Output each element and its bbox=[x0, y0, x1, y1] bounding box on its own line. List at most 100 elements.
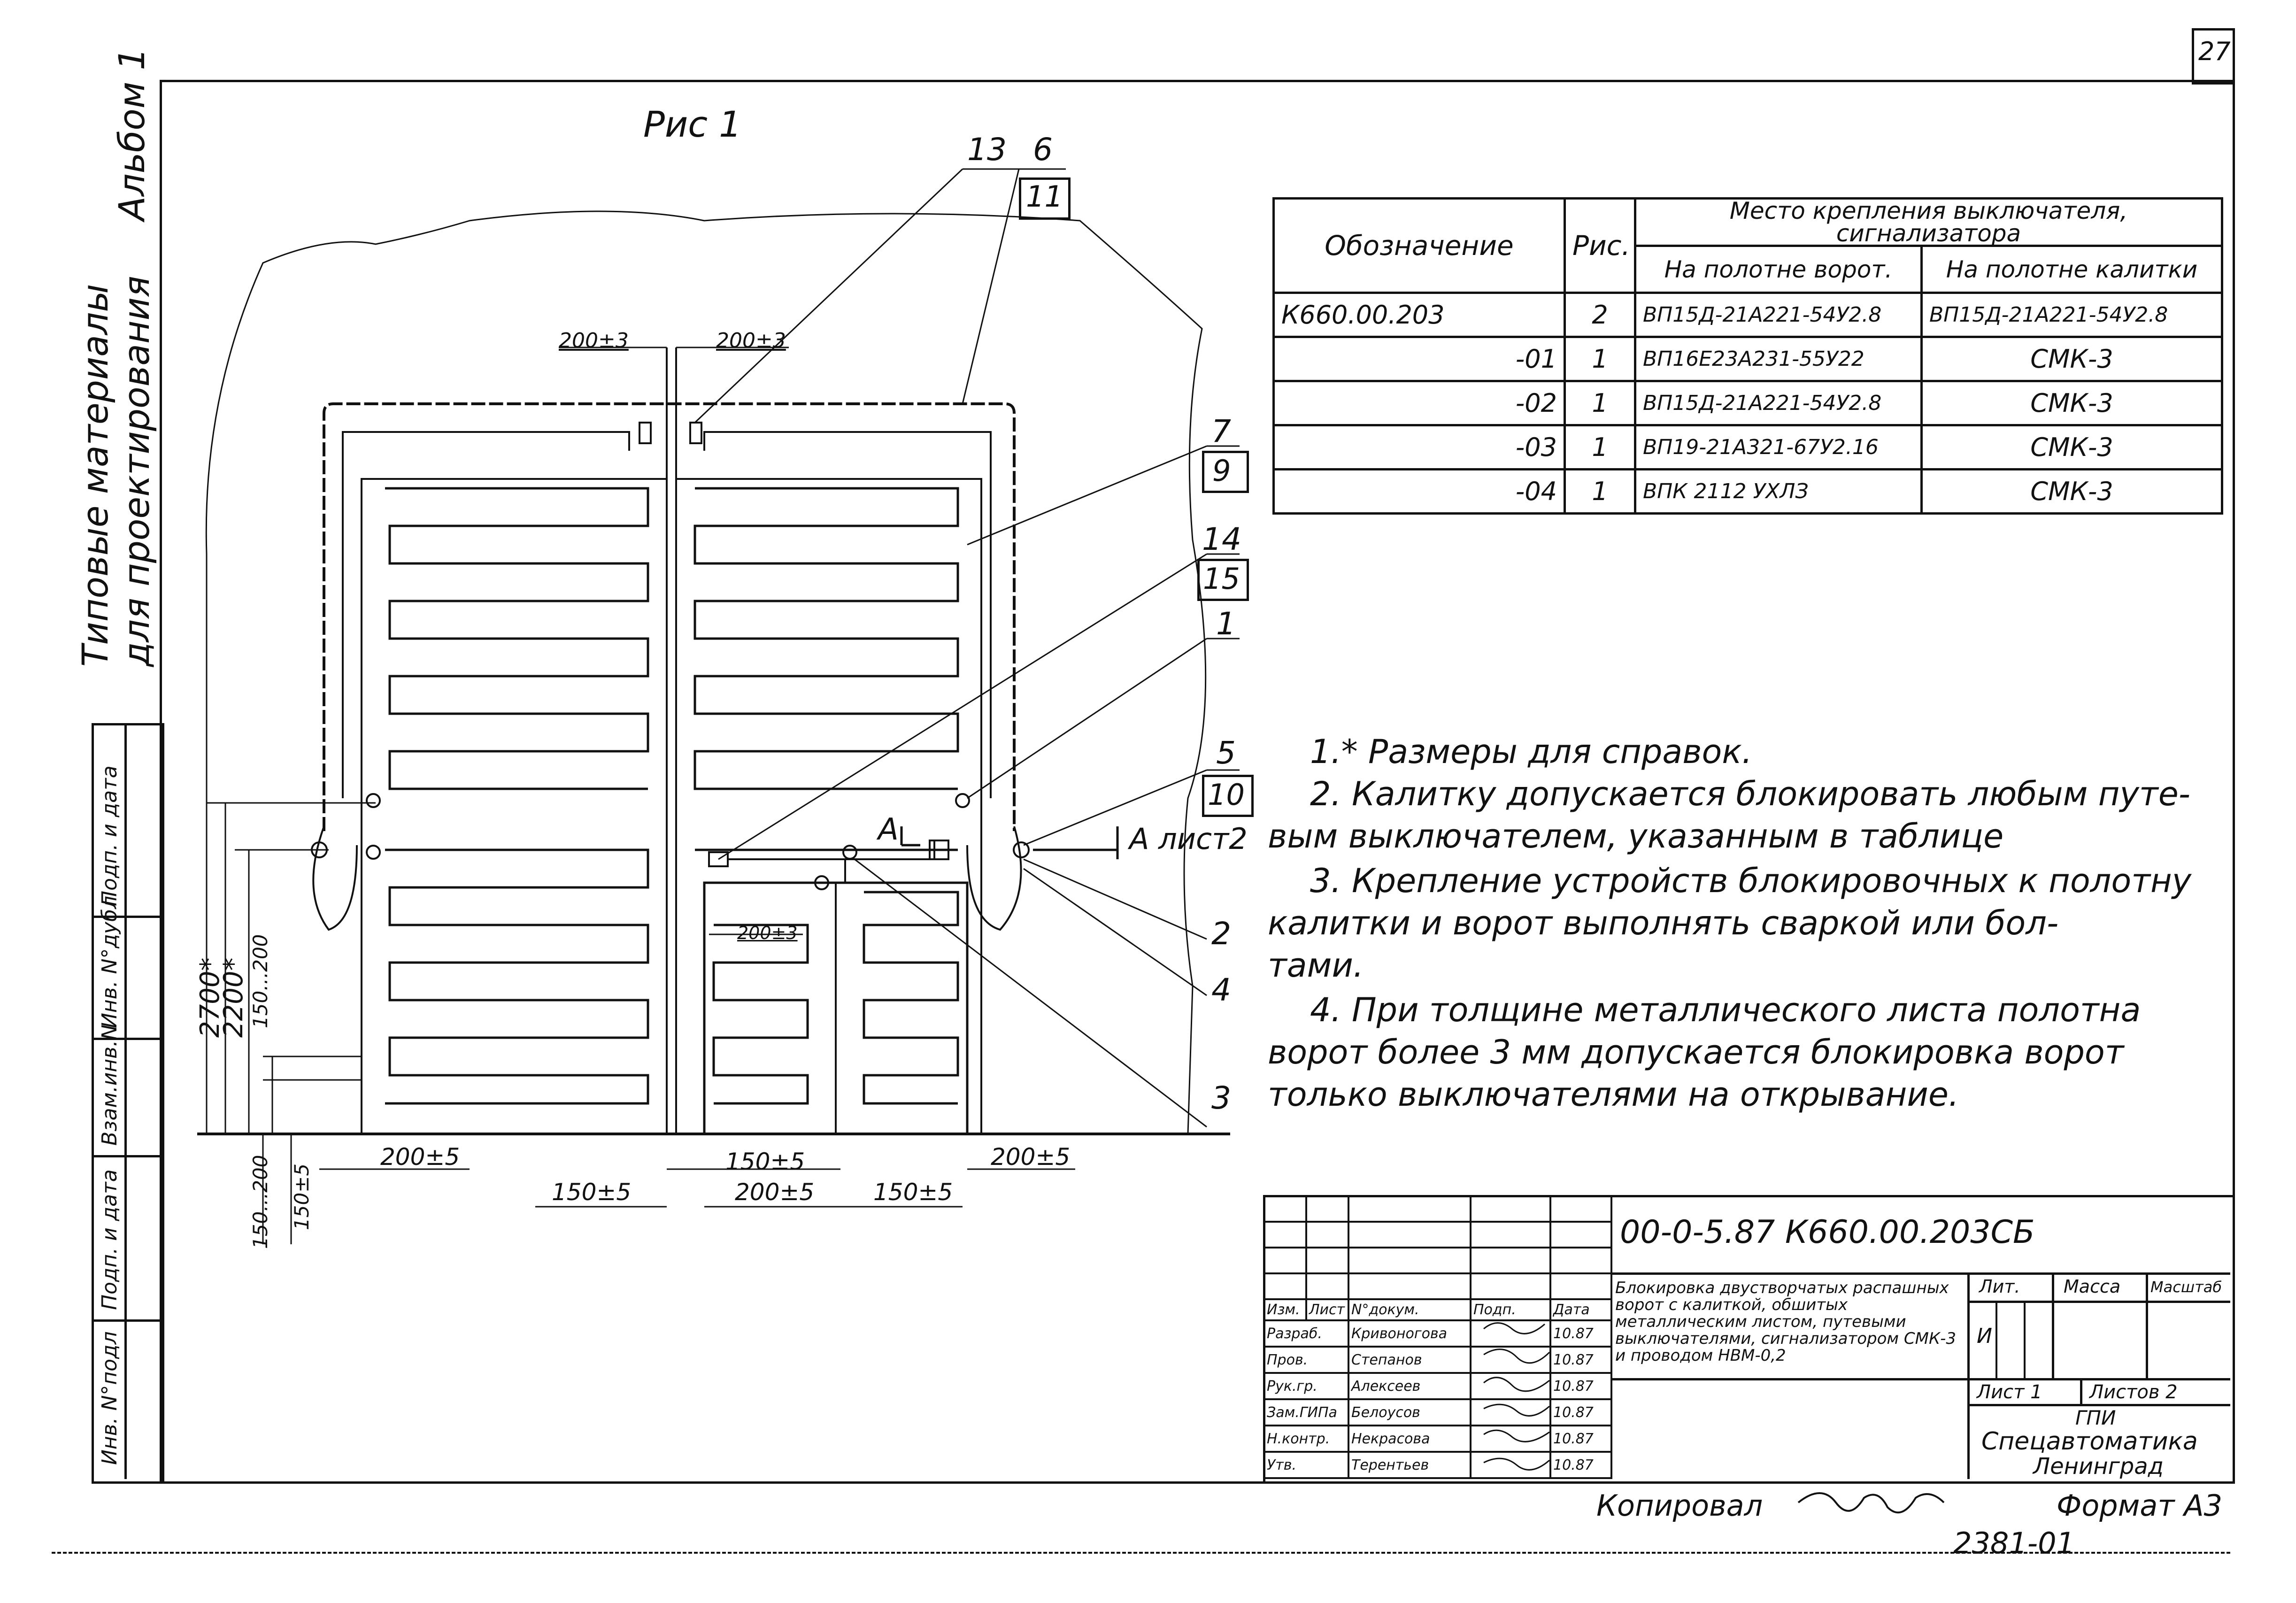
leader-7 bbox=[967, 445, 1207, 546]
switch-wicket bbox=[842, 845, 857, 860]
dim-bottom-left: 200±5 bbox=[380, 1143, 460, 1171]
lit-col-1 bbox=[2052, 1272, 2054, 1378]
left-leaf bbox=[361, 478, 668, 1135]
dim-150-plus5: 150±5 bbox=[290, 1163, 313, 1230]
dim-range-upper: 150...200 bbox=[249, 934, 272, 1028]
cell-designation: К660.00.203 bbox=[1272, 292, 1566, 338]
signatures bbox=[1483, 1322, 1550, 1471]
note-2a: 2. Калитку допускается блокировать любым… bbox=[1310, 775, 2191, 813]
switch-left-low bbox=[366, 845, 381, 860]
note-3c: тами. bbox=[1268, 946, 1364, 985]
drawing-code: 00-0-5.87 К660.00.203СБ bbox=[1620, 1214, 2035, 1251]
hinge-right bbox=[1013, 841, 1030, 858]
signature-row: Рук.гр. Алексеев 10.87 bbox=[1263, 1372, 1612, 1400]
cell-gate: ВП15Д-21А221-54У2.8 bbox=[1634, 292, 1923, 338]
dim-wicket-bottom: 200±5 bbox=[735, 1179, 815, 1206]
stamp-strip bbox=[92, 723, 164, 1484]
callout-13: 13 bbox=[967, 131, 1007, 168]
callout-15-box bbox=[1197, 559, 1249, 601]
callout-2: 2 bbox=[1211, 916, 1231, 952]
cell-wicket: СМК-3 bbox=[1920, 468, 2223, 515]
note-4c: только выключателями на открывание. bbox=[1268, 1075, 1959, 1114]
cell-designation: -04 bbox=[1272, 468, 1566, 515]
callout-3: 3 bbox=[1211, 1080, 1231, 1116]
col-wicket: На полотне калитки bbox=[1920, 245, 2223, 294]
lit-sub-2 bbox=[2024, 1301, 2026, 1378]
org-line-2: Спецавтоматика bbox=[1981, 1427, 2198, 1456]
figure-title: Рис 1 bbox=[643, 103, 742, 145]
sheet-divider-v bbox=[2080, 1378, 2082, 1404]
cell-designation: -03 bbox=[1272, 424, 1566, 470]
stamp-rule-3 bbox=[92, 1038, 160, 1040]
wire-left-loop bbox=[312, 826, 358, 931]
drawing-description: Блокировка двустворчатых распашных ворот… bbox=[1615, 1279, 1956, 1365]
col-place: Место крепления выключателя, сигнализато… bbox=[1634, 197, 2223, 247]
col-ndoc: N°докум. bbox=[1348, 1298, 1472, 1321]
wall-outline bbox=[205, 210, 1207, 1134]
wire-outer bbox=[323, 402, 1016, 831]
lit-row-divider bbox=[1967, 1301, 2230, 1303]
right-leaf bbox=[675, 478, 982, 1135]
date: 10.87 bbox=[1549, 1372, 1612, 1400]
bottom-cut-line bbox=[52, 1552, 2230, 1554]
table-row: -01 1 ВП16Е23А231-55У22 СМК-3 bbox=[1272, 336, 2223, 382]
col-podp: Подп. bbox=[1470, 1298, 1551, 1321]
cell-designation: -02 bbox=[1272, 380, 1566, 426]
desc-divider-v bbox=[1967, 1272, 1970, 1479]
leader-14 bbox=[718, 553, 1207, 860]
note-4b: ворот более 3 мм допускается блокировка … bbox=[1268, 1033, 2124, 1071]
role: Утв. bbox=[1263, 1451, 1349, 1479]
lit-label: Лит. bbox=[1979, 1276, 2020, 1297]
note-1: 1.* Размеры для справок. bbox=[1310, 732, 1752, 771]
name: Степанов bbox=[1348, 1346, 1472, 1374]
callout-1: 1 bbox=[1216, 606, 1236, 642]
callout-10: 10 bbox=[1208, 778, 1245, 812]
signature-row: Н.контр. Некрасова 10.87 bbox=[1263, 1425, 1612, 1453]
page-number: 27 bbox=[2198, 37, 2231, 66]
callout-9-box bbox=[1202, 451, 1249, 493]
date: 10.87 bbox=[1549, 1398, 1612, 1426]
name: Некрасова bbox=[1348, 1425, 1472, 1453]
table-row: К660.00.203 2 ВП15Д-21А221-54У2.8 ВП15Д-… bbox=[1272, 292, 2223, 338]
callout-14: 14 bbox=[1202, 521, 1241, 557]
note-3b: калитки и ворот выполнять сваркой или бо… bbox=[1268, 904, 2059, 942]
dim-2200: 2200* bbox=[218, 957, 249, 1038]
code-divider bbox=[1610, 1272, 2230, 1275]
cell-fig: 2 bbox=[1564, 292, 1636, 338]
callout-7: 7 bbox=[1211, 413, 1231, 449]
lit-sub-1 bbox=[1996, 1301, 1997, 1378]
role: Разраб. bbox=[1263, 1319, 1349, 1348]
mass-label: Масса bbox=[2064, 1276, 2121, 1297]
wire-inner bbox=[342, 431, 992, 798]
callout-9: 9 bbox=[1212, 454, 1231, 488]
dim-inner: 200±3 bbox=[737, 923, 798, 943]
table-row: -03 1 ВП19-21А321-67У2.16 СМК-3 bbox=[1272, 424, 2223, 470]
copier-signature bbox=[1797, 1492, 1945, 1514]
cell-wicket: СМК-3 bbox=[1920, 424, 2223, 470]
note-3a: 3. Крепление устройств блокировочных к п… bbox=[1310, 862, 2192, 900]
date: 10.87 bbox=[1549, 1425, 1612, 1453]
switch-wicket-2 bbox=[814, 875, 829, 890]
section-ref: А лист2 bbox=[1129, 822, 1248, 856]
signature-row: Разраб. Кривоногова 10.87 bbox=[1263, 1319, 1612, 1348]
lit-col-2 bbox=[2146, 1272, 2148, 1378]
col-gate: На полотне ворот. bbox=[1634, 245, 1923, 294]
col-fig: Рис. bbox=[1564, 197, 1636, 294]
section-box bbox=[929, 840, 949, 860]
leader-3 bbox=[854, 858, 1207, 1128]
dim-wicket-top: 150±5 bbox=[725, 1148, 805, 1175]
lit-value: И bbox=[1977, 1324, 1992, 1348]
table-row: -04 1 ВПК 2112 УХЛЗ СМК-3 bbox=[1272, 468, 2223, 515]
cell-gate: ВП19-21А321-67У2.16 bbox=[1634, 424, 1923, 470]
role: Рук.гр. bbox=[1263, 1372, 1349, 1400]
dim-top-right: 200±3 bbox=[716, 329, 786, 353]
cell-fig: 1 bbox=[1564, 424, 1636, 470]
stamp-rule-2 bbox=[92, 1155, 160, 1157]
callout-6: 6 bbox=[1033, 131, 1053, 168]
dim-range-lower: 150...200 bbox=[249, 1155, 272, 1249]
dim-bottom-right: 200±5 bbox=[991, 1143, 1071, 1171]
section-mark: А bbox=[878, 812, 899, 847]
wicket-wire bbox=[728, 840, 935, 883]
